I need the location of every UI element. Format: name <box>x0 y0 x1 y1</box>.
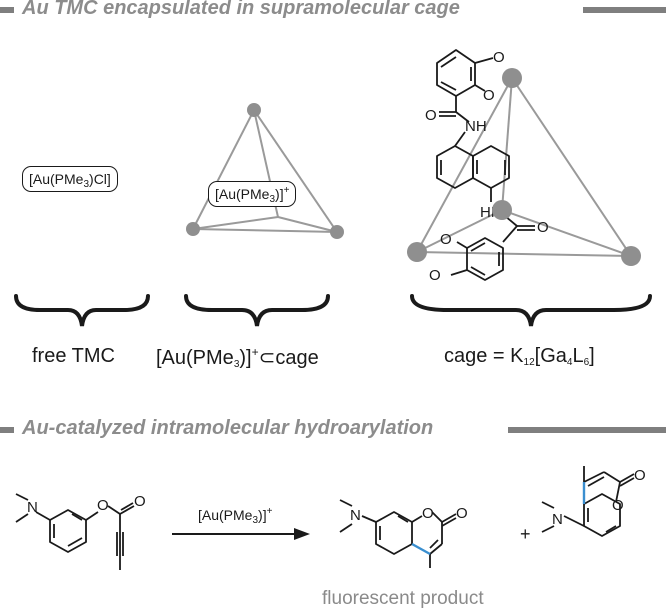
atom-label-o-bottom-hydroxyl: O <box>429 267 441 284</box>
reaction-arrow <box>172 528 310 540</box>
atom-label-o-carbonyl-product-2: O <box>634 467 646 484</box>
free-tmc-label-box: [Au(PMe3)Cl] <box>22 166 118 192</box>
caption-free-tmc: free TMC <box>32 345 115 367</box>
vertex-right <box>330 225 344 239</box>
starting-material: N O O <box>15 493 146 570</box>
atom-label-o-top-carbonyl: O <box>425 107 437 124</box>
atom-label-o-carbonyl-start: O <box>134 493 146 510</box>
cage-structure: O O O NH HN O O O <box>407 49 641 284</box>
brace-cage <box>410 294 652 327</box>
atom-label-nh-top: NH <box>465 118 487 135</box>
product-coumarin-5: N O O <box>541 466 646 537</box>
caption-cage: cage = K12[Ga4L6] <box>444 345 595 368</box>
section-divider-right-2 <box>508 427 666 433</box>
section-divider-left <box>0 7 14 13</box>
product-coumarin-7: N O O <box>339 499 468 568</box>
atom-label-o-ring-product-1: O <box>422 505 434 522</box>
atom-label-o-bottom-carbonyl: O <box>537 219 549 236</box>
caption-encapsulated: [Au(PMe3)]+⊂cage <box>156 345 319 370</box>
atom-label-n-product-1: N <box>350 507 361 524</box>
caption-fluorescent-product: fluorescent product <box>322 588 484 609</box>
section-title-reaction: Au-catalyzed intramolecular hydroarylati… <box>22 417 434 439</box>
section-title-cage: Au TMC encapsulated in supramolecular ca… <box>22 0 460 19</box>
cage-vertex-middle <box>492 200 512 220</box>
atom-label-o-bottom-ring: O <box>440 231 452 248</box>
cage-vertex-right <box>621 246 641 266</box>
atom-label-o-top-ring: O <box>493 49 505 66</box>
atom-label-n-start: N <box>27 499 38 516</box>
atom-label-o-ester-start: O <box>97 497 109 514</box>
atom-label-n-product-2: N <box>552 511 563 528</box>
plus-sign: + <box>520 524 531 544</box>
atom-label-o-ring-product-2: O <box>612 497 624 514</box>
section-divider-left-2 <box>0 427 14 433</box>
encapsulated-label-box: [Au(PMe3)]+ <box>208 181 297 207</box>
vertex-top <box>247 103 261 117</box>
section-divider-right <box>583 7 666 13</box>
atom-label-o-carbonyl-product-1: O <box>456 505 468 522</box>
brace-encapsulated <box>184 294 330 327</box>
vertex-left <box>186 222 200 236</box>
small-tetrahedron <box>186 103 344 239</box>
brace-free <box>14 294 150 327</box>
new-bond-product-1 <box>411 542 431 556</box>
atom-label-o-top-hydroxyl: O <box>483 87 495 104</box>
cage-vertex-top <box>502 68 522 88</box>
catalyst-label: [Au(PMe3)]+ <box>198 506 273 526</box>
cage-vertex-left <box>407 242 427 262</box>
